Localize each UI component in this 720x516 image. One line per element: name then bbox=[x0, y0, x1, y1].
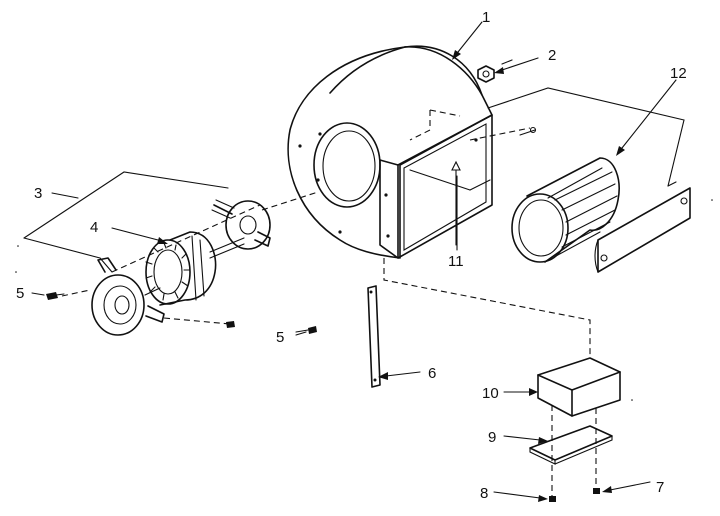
motor-part-4 bbox=[145, 231, 245, 306]
bracket-part-3 bbox=[23, 171, 229, 273]
screw-stub bbox=[519, 129, 536, 136]
dashed-link bbox=[469, 127, 531, 141]
strip-part-6 bbox=[367, 285, 381, 388]
centerline-screw-left bbox=[61, 289, 91, 297]
blower-housing bbox=[287, 45, 493, 259]
screw-head bbox=[529, 126, 537, 134]
callout-1: 1 bbox=[482, 9, 490, 26]
leader-bracket bbox=[487, 87, 685, 187]
callout-5-center: 5 bbox=[276, 329, 284, 346]
speck bbox=[17, 245, 19, 247]
callout-4: 4 bbox=[90, 219, 98, 236]
callout-11: 11 bbox=[448, 253, 464, 270]
cylinder-filter-part-12 bbox=[511, 157, 691, 273]
motor-mount-front bbox=[91, 257, 165, 336]
callout-8: 8 bbox=[480, 485, 488, 502]
callout-10: 10 bbox=[482, 385, 499, 402]
screw-part-5-center bbox=[226, 321, 317, 334]
speck bbox=[631, 399, 633, 401]
callout-3: 3 bbox=[34, 185, 42, 202]
screw-part-11 bbox=[451, 160, 461, 246]
control-box-part-10 bbox=[537, 357, 621, 417]
speck bbox=[711, 199, 713, 201]
centerline-screw bbox=[163, 317, 231, 325]
callout-5-left: 5 bbox=[16, 285, 24, 302]
centerline-upper bbox=[111, 204, 261, 273]
callout-6: 6 bbox=[428, 365, 436, 382]
callout-leaders bbox=[31, 21, 677, 502]
screw-part-7 bbox=[593, 488, 600, 494]
nut-part-2 bbox=[477, 59, 513, 83]
screw-part-8 bbox=[549, 496, 556, 502]
speck bbox=[15, 271, 17, 273]
motor-mount-rear bbox=[211, 199, 271, 250]
centerline-to-housing bbox=[261, 191, 319, 211]
callout-9: 9 bbox=[488, 429, 496, 446]
callout-7: 7 bbox=[656, 479, 664, 496]
dashed-link-control bbox=[383, 258, 591, 358]
plate-part-9 bbox=[529, 425, 613, 465]
callout-2: 2 bbox=[548, 47, 556, 64]
callout-12: 12 bbox=[670, 65, 687, 82]
screw-part-5-left bbox=[46, 292, 65, 300]
